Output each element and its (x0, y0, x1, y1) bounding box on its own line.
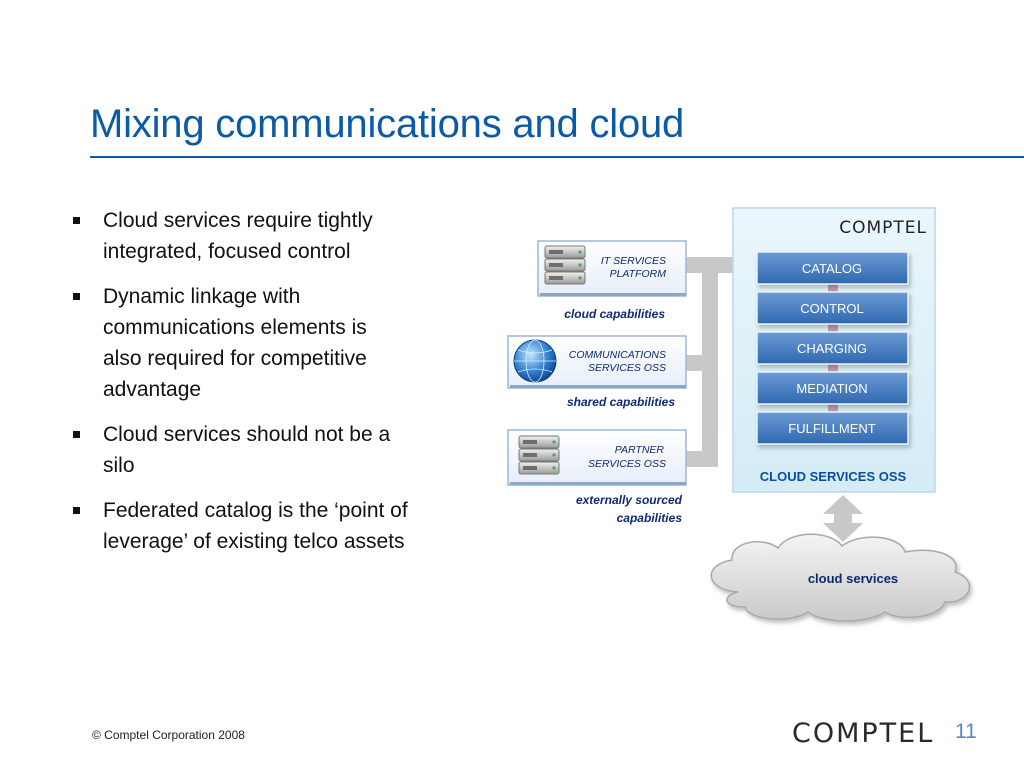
module-label: CHARGING (797, 341, 867, 356)
module-label: MEDIATION (796, 381, 867, 396)
caption-shared-capabilities: shared capabilities (567, 395, 675, 409)
box-label-line2: SERVICES OSS (588, 458, 666, 470)
caption-externally-sourced-line1: externally sourced (576, 493, 683, 507)
box-label-line1: COMMUNICATIONS (569, 349, 666, 361)
box-label-line2: SERVICES OSS (588, 362, 666, 374)
cloud-services-shape (710, 533, 971, 622)
bullet-text: Cloud services should not be a silo (103, 423, 391, 477)
square-bullet-icon (73, 293, 80, 300)
globe-icon (513, 339, 557, 383)
bullet-item: Cloud services should not be a silo (70, 419, 410, 481)
module-spine (828, 283, 838, 415)
module-control: CONTROL (756, 291, 909, 325)
communications-services-oss-box: COMMUNICATIONS SERVICES OSS (507, 335, 687, 389)
module-mediation: MEDIATION (756, 371, 909, 405)
bullet-list: Cloud services require tightly integrate… (70, 205, 410, 571)
bullet-text: Dynamic linkage with communications elem… (103, 285, 367, 401)
bullet-text: Federated catalog is the ‘point of lever… (103, 499, 408, 553)
square-bullet-icon (73, 217, 80, 224)
title-rule (90, 156, 1024, 158)
box-label-line1: PARTNER (615, 444, 665, 456)
bullet-item: Cloud services require tightly integrate… (70, 205, 410, 267)
footer-logo: COMPTEL (792, 718, 935, 749)
box-label-line1: IT SERVICES (601, 255, 666, 267)
module-fulfillment: FULFILLMENT (756, 411, 909, 445)
bullet-item: Federated catalog is the ‘point of lever… (70, 495, 410, 557)
server-stack-icon (544, 245, 586, 285)
module-charging: CHARGING (756, 331, 909, 365)
module-label: FULFILLMENT (788, 421, 875, 436)
it-services-platform-box: IT SERVICES PLATFORM (537, 240, 687, 297)
panel-logo: COMPTEL (839, 218, 927, 238)
square-bullet-icon (73, 431, 80, 438)
server-stack-icon (518, 435, 560, 475)
cloud-label: cloud services (808, 571, 898, 586)
module-catalog: CATALOG (756, 251, 909, 285)
partner-services-oss-box: PARTNER SERVICES OSS (507, 429, 687, 486)
square-bullet-icon (73, 507, 80, 514)
bullet-text: Cloud services require tightly integrate… (103, 209, 373, 263)
double-arrow-icon (823, 495, 863, 542)
module-label: CONTROL (800, 301, 864, 316)
panel-label: CLOUD SERVICES OSS (760, 469, 907, 484)
slide-title: Mixing communications and cloud (90, 102, 685, 146)
bullet-item: Dynamic linkage with communications elem… (70, 281, 410, 405)
module-label: CATALOG (802, 261, 862, 276)
page-number: 11 (955, 720, 977, 743)
footer-copyright: © Comptel Corporation 2008 (92, 728, 245, 742)
caption-cloud-capabilities: cloud capabilities (564, 307, 665, 321)
caption-externally-sourced-line2: capabilities (617, 511, 683, 525)
box-label-line2: PLATFORM (610, 268, 667, 280)
